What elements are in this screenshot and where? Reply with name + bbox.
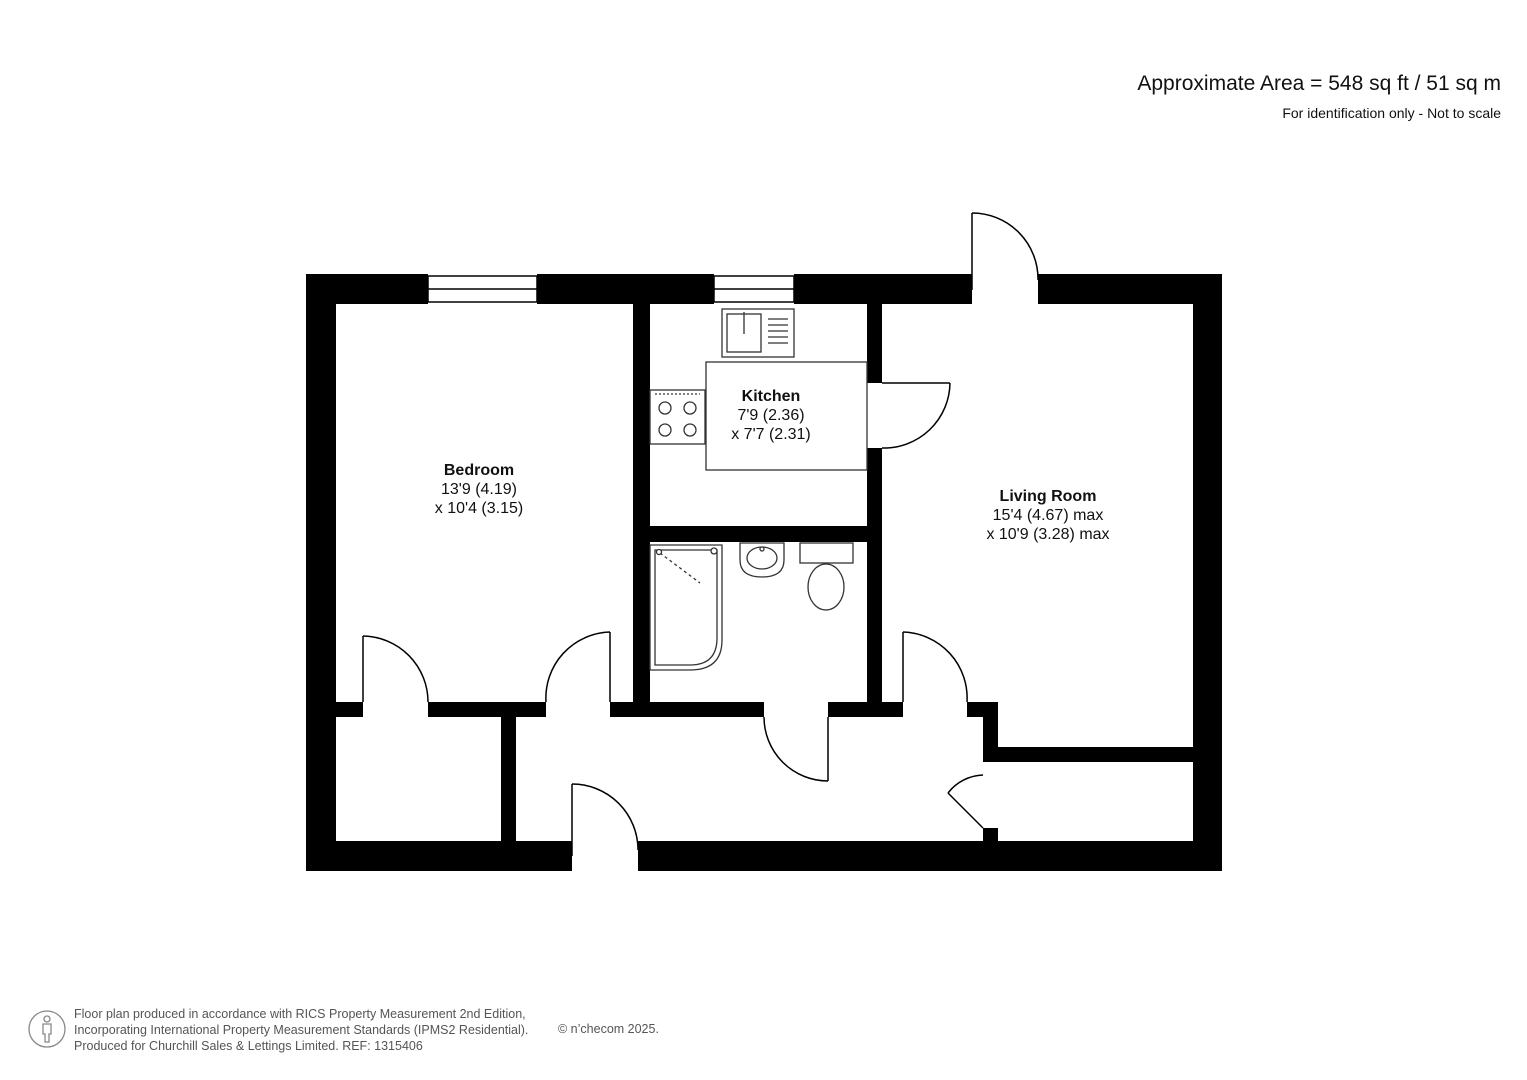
living-room-dim1: 15'4 (4.67) max: [992, 507, 1104, 524]
toilet-bowl-icon: [807, 563, 845, 611]
doors: [362, 212, 1039, 856]
copyright: © n’checom 2025.: [558, 1022, 659, 1036]
wall-bottom-left: [306, 841, 572, 871]
wall-kitchen-bath: [633, 526, 882, 542]
living-room-label: Living Room 15'4 (4.67) max x 10'9 (3.28…: [958, 487, 1138, 544]
wall-store-left: [983, 828, 998, 871]
footer-line-3: Produced for Churchill Sales & Lettings …: [74, 1039, 423, 1053]
hob-icon: [649, 389, 706, 445]
approximate-area: Approximate Area = 548 sq ft / 51 sq m: [1137, 72, 1501, 95]
wall-bedroom-bottom-c: [610, 702, 764, 717]
wall-kitchen-living-lower: [867, 448, 882, 717]
bathroom-door: [763, 716, 829, 782]
bathroom-fixtures: [649, 542, 854, 671]
entrance-door: [571, 783, 639, 856]
kitchen-fixtures: [649, 308, 868, 471]
bedroom-door: [362, 635, 429, 703]
wall-bedroom-bottom-a: [306, 702, 363, 717]
wall-right: [1193, 274, 1222, 871]
walls: [306, 274, 1222, 871]
living-room-dim2: x 10'9 (3.28) max: [986, 526, 1110, 543]
footer-disclaimer: Floor plan produced in accordance with R…: [74, 1006, 528, 1054]
drainer-lines: [768, 318, 788, 344]
windows: [427, 275, 795, 303]
wall-bedroom-kitchen: [633, 274, 650, 717]
kitchen-dim1: 7'9 (2.36): [737, 407, 805, 424]
kitchen-dim2: x 7'7 (2.31): [731, 426, 811, 443]
wall-bedroom-bottom-b: [428, 702, 546, 717]
bedroom-name: Bedroom: [443, 462, 515, 479]
wall-kitchen-living-upper: [867, 274, 882, 383]
scale-note: For identification only - Not to scale: [1282, 105, 1501, 121]
wall-top-living: [1038, 274, 1222, 304]
toilet-cistern-icon: [799, 542, 854, 564]
wall-top-mid: [537, 274, 714, 304]
kitchen-counter: [705, 361, 868, 471]
bedroom-label: Bedroom 13'9 (4.19) x 10'4 (3.15): [404, 461, 554, 518]
bedroom-hall-door: [545, 631, 611, 703]
kitchen-label: Kitchen 7'9 (2.36) x 7'7 (2.31): [696, 387, 846, 444]
wall-bath-bottom: [828, 702, 903, 717]
bedroom-dim1: 13'9 (4.19): [441, 481, 517, 498]
kitchen-living-door: [881, 382, 951, 449]
footer-line-2: Incorporating International Property Mea…: [74, 1023, 529, 1037]
wall-bottom-right: [638, 841, 1222, 871]
living-room-name: Living Room: [999, 488, 1097, 505]
living-hall-door: [902, 631, 968, 703]
person-icon: [28, 1010, 66, 1048]
front-door-top: [971, 212, 1039, 290]
wall-store-top: [983, 747, 1222, 762]
wall-cupboard-right: [501, 702, 516, 871]
kitchen-name: Kitchen: [741, 388, 801, 405]
wall-top-right: [794, 274, 972, 304]
bedroom-dim2: x 10'4 (3.15): [434, 500, 524, 517]
footer-line-1: Floor plan produced in accordance with R…: [74, 1007, 526, 1021]
wall-left: [306, 274, 336, 871]
store-door: [947, 774, 984, 829]
